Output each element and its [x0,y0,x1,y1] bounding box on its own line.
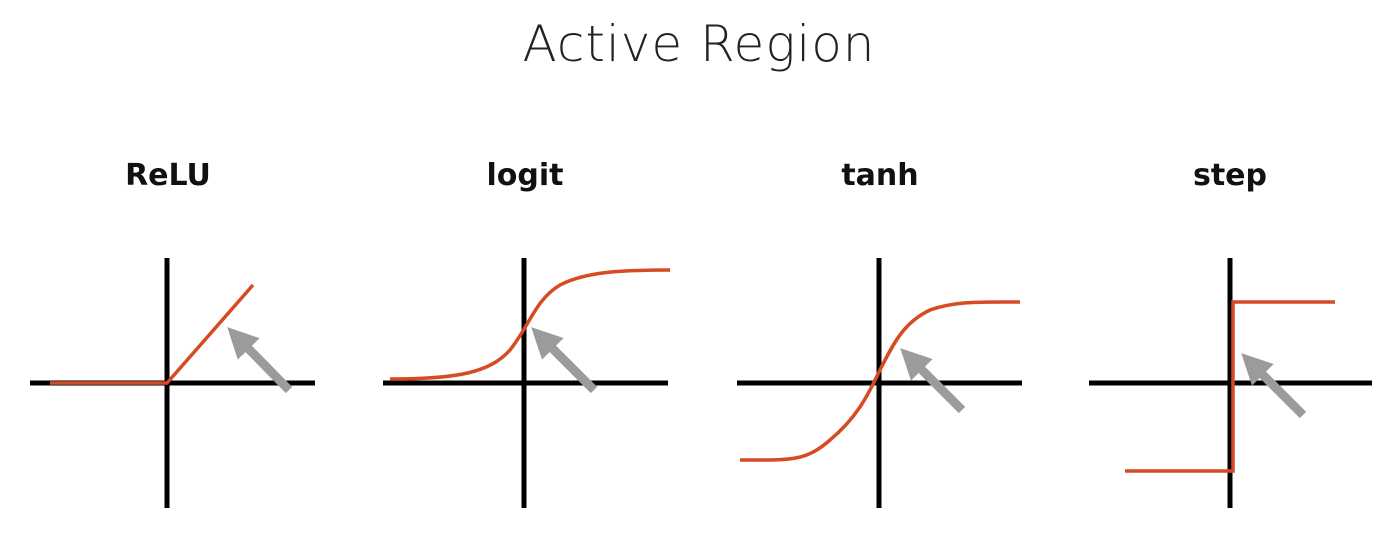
panel-relu [30,258,315,508]
step-arrow-icon [1241,353,1307,419]
label-logit: logit [486,158,564,193]
label-relu: ReLU [125,158,211,193]
label-step: step [1192,158,1268,193]
page-title: Active Region [522,15,876,73]
panel-step [1089,258,1372,508]
panel-tanh [737,258,1022,508]
label-tanh: tanh [841,158,919,193]
logit-arrow-icon [531,327,598,394]
logit-curve [389,268,671,381]
relu-arrow-icon [227,327,293,394]
panel-logit [383,258,671,508]
step-curve [1125,300,1335,473]
tanh-arrow-icon [900,348,966,414]
tanh-curve [739,300,1021,462]
relu-curve [50,283,255,385]
